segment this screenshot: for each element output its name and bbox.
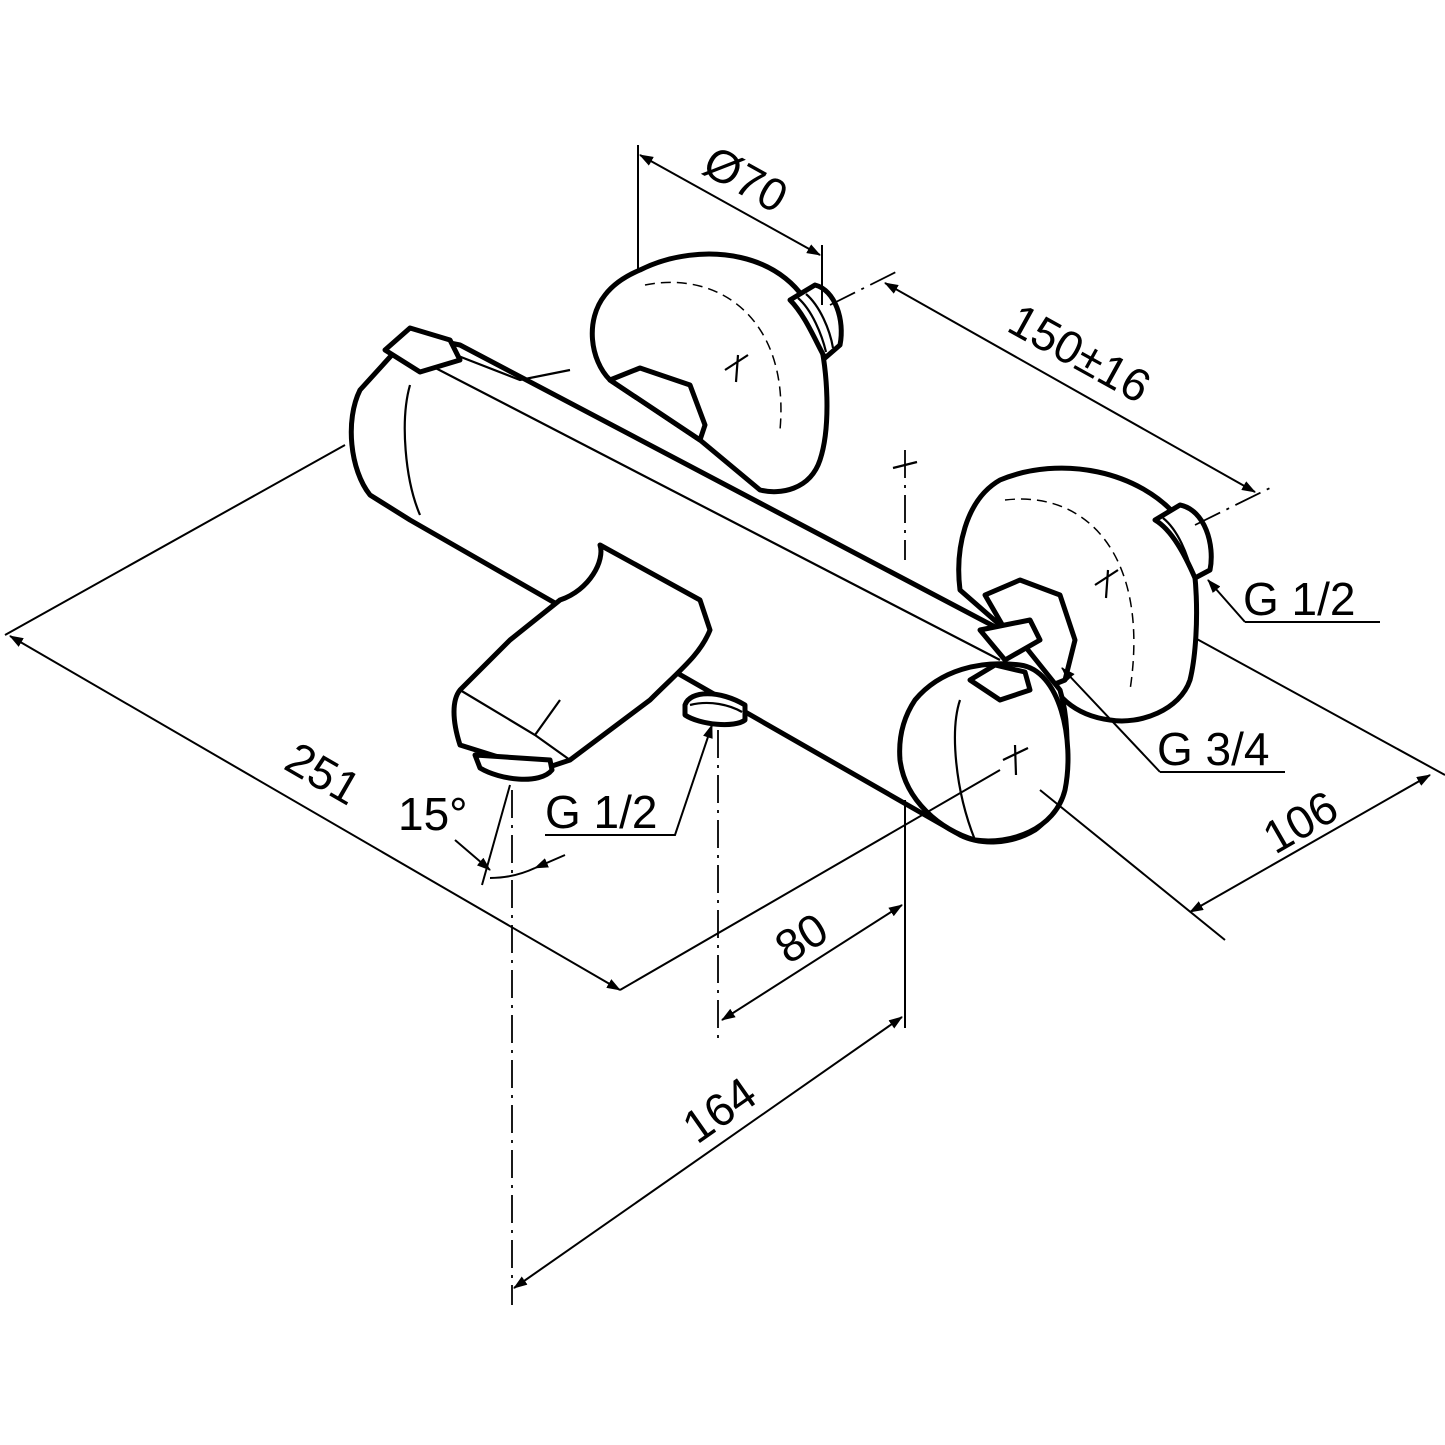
mixer-body [348,325,1071,845]
dimension-spout-angle: 15° [398,784,566,886]
centerline-inlets [829,269,1271,526]
label-inlet-thread: G 1/2 [1243,573,1356,625]
label-overall-length: 251 [277,732,369,815]
label-inlet-spacing: 150±16 [1000,293,1159,413]
label-flange-diameter: Ø70 [695,135,796,223]
upper-wall-flange [589,251,844,495]
dimension-overall-length: 251 [4,444,1001,991]
label-bottom-thread: G 1/2 [545,786,658,838]
leader-inlet-thread: G 1/2 [1208,573,1380,625]
label-shower-thread: G 3/4 [1157,723,1270,775]
label-spout-angle: 15° [398,788,468,840]
leader-shower-thread: G 3/4 [1062,668,1285,775]
dimension-spout-projection: 164 [513,1016,903,1289]
dimension-inlet-spacing: 150±16 [884,282,1256,493]
right-handle-knob [897,661,1071,844]
label-spout-offset: 80 [766,902,837,973]
bottom-outlet [682,691,748,727]
left-handle-cap [382,325,463,375]
label-spout-projection: 164 [673,1067,766,1154]
upper-inlet-nipple [787,282,844,361]
leader-bottom-thread: G 1/2 [545,724,713,838]
label-depth: 106 [1254,780,1346,863]
